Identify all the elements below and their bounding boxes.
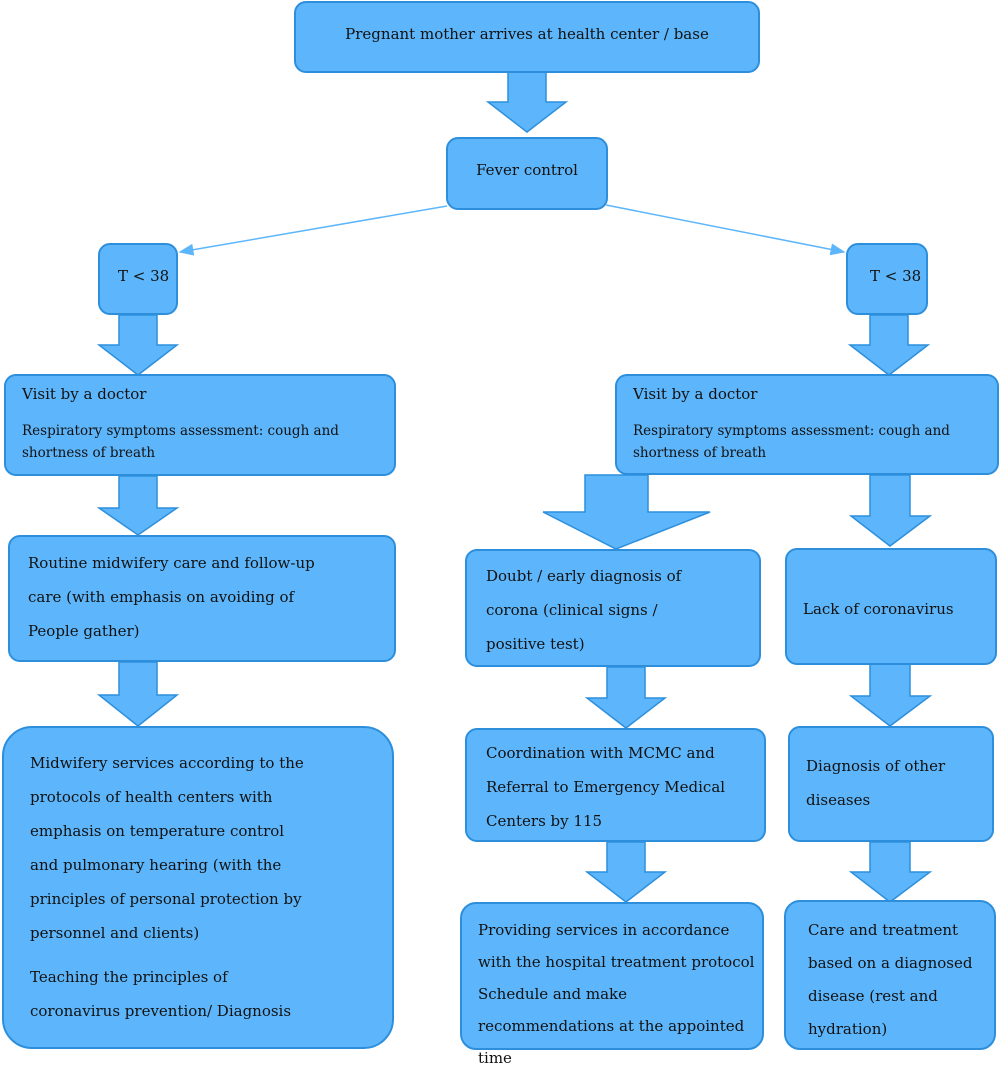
arrow-visit-routine bbox=[96, 475, 180, 536]
box-fever-control: Fever control bbox=[446, 137, 608, 210]
box-visit-left: Visit by a doctor Respiratory symptoms a… bbox=[4, 374, 396, 476]
box-arrival-text: Pregnant mother arrives at health center… bbox=[345, 25, 709, 43]
visit-right-title: Visit by a doctor bbox=[633, 385, 758, 403]
box-fever-text: Fever control bbox=[476, 161, 578, 179]
arrow-coord-providing bbox=[584, 841, 668, 903]
box-visit-right: Visit by a doctor Respiratory symptoms a… bbox=[615, 374, 999, 475]
box-midwifery-services: Midwifery services according to the prot… bbox=[2, 726, 394, 1049]
routine-care-text: Routine midwifery care and follow-up car… bbox=[28, 554, 315, 640]
box-doubt-corona: Doubt / early diagnosis of corona (clini… bbox=[465, 549, 761, 667]
providing-services-text: Providing services in accordance with th… bbox=[478, 921, 755, 1067]
visit-left-desc: Respiratory symptoms assessment: cough a… bbox=[22, 423, 339, 461]
box-t-right: T < 38 bbox=[846, 243, 928, 315]
arrow-tleft-visit bbox=[96, 314, 180, 376]
box-routine-care: Routine midwifery care and follow-up car… bbox=[8, 535, 396, 662]
arrow-other-care bbox=[848, 841, 933, 903]
box-lack-coronavirus: Lack of coronavirus bbox=[785, 548, 997, 665]
arrow-arrival-fever bbox=[485, 71, 569, 133]
arrow-tright-visit bbox=[847, 314, 931, 376]
box-coordination: Coordination with MCMC and Referral to E… bbox=[465, 728, 766, 842]
box-providing-services: Providing services in accordance with th… bbox=[460, 902, 764, 1067]
box-t-left: T < 38 bbox=[98, 243, 178, 315]
arrow-visit-doubt bbox=[542, 474, 711, 550]
box-arrival: Pregnant mother arrives at health center… bbox=[294, 1, 760, 73]
teaching-text: Teaching the principles of coronavirus p… bbox=[30, 968, 292, 1020]
visit-right-desc: Respiratory symptoms assessment: cough a… bbox=[633, 423, 950, 461]
box-t-left-text: T < 38 bbox=[118, 267, 170, 285]
arrow-lack-other bbox=[848, 663, 933, 727]
line-fever-to-left bbox=[178, 205, 448, 256]
coordination-text: Coordination with MCMC and Referral to E… bbox=[486, 744, 726, 830]
box-t-right-text: T < 38 bbox=[870, 267, 922, 285]
box-care-treatment: Care and treatment based on a diagnosed … bbox=[784, 900, 996, 1050]
arrow-routine-services bbox=[96, 661, 180, 727]
arrow-visit-lack bbox=[848, 474, 933, 547]
lack-coronavirus-text: Lack of coronavirus bbox=[803, 600, 954, 618]
midwifery-services-text: Midwifery services according to the prot… bbox=[30, 754, 304, 942]
care-treatment-text: Care and treatment based on a diagnosed … bbox=[808, 921, 973, 1038]
other-diseases-text: Diagnosis of other diseases bbox=[806, 757, 946, 809]
line-fever-to-right bbox=[605, 204, 846, 256]
doubt-corona-text: Doubt / early diagnosis of corona (clini… bbox=[486, 567, 682, 653]
visit-left-title: Visit by a doctor bbox=[22, 385, 147, 403]
arrow-doubt-coord bbox=[584, 666, 668, 729]
box-other-diseases: Diagnosis of other diseases bbox=[788, 726, 994, 842]
